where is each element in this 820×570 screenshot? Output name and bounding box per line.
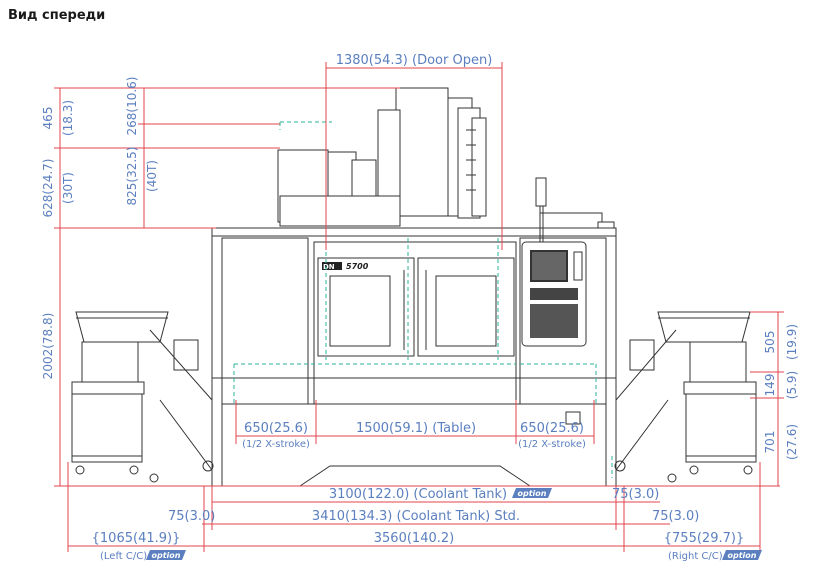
dim-overall: 3560(140.2) xyxy=(374,531,454,546)
dim-right-cc: {755(29.7)} xyxy=(664,531,744,546)
dimension-lines xyxy=(54,62,784,552)
dim-coolant-option: 3100(122.0) (Coolant Tank) xyxy=(329,487,507,502)
dim-505: 505 xyxy=(763,331,777,354)
dim-door-open: 1380(54.3) (Door Open) xyxy=(336,53,493,68)
svg-text:option: option xyxy=(728,551,757,560)
chip-conveyor-left xyxy=(71,311,214,483)
dim-left-cc-sub: (Left C/C) xyxy=(100,551,147,562)
dim-40t: (40T) xyxy=(145,160,159,192)
option-badge-right-cc: option xyxy=(722,550,762,560)
chip-conveyor-right xyxy=(614,311,757,483)
dim-628: 628(24.7) xyxy=(41,159,55,218)
dim-825: 825(32.5) xyxy=(125,147,139,206)
dim-465: 465 xyxy=(41,107,55,130)
svg-text:option: option xyxy=(518,489,547,498)
dim-18-3: (18.3) xyxy=(61,100,75,136)
brand-logo: DN xyxy=(323,263,335,271)
dim-5-9: (5.9) xyxy=(785,371,799,399)
dim-19-9: (19.9) xyxy=(785,324,799,360)
brand-model: 5700 xyxy=(346,262,369,271)
page-title: Вид спереди xyxy=(8,8,106,23)
option-badge-coolant: option xyxy=(512,488,552,498)
dim-149: 149 xyxy=(763,374,777,397)
dimension-labels: 1380(54.3) (Door Open) 465 (18.3) 268(10… xyxy=(41,53,799,562)
dim-268: 268(10.6) xyxy=(125,77,139,136)
option-badge-left-cc: option xyxy=(146,550,186,560)
dim-table: 1500(59.1) (Table) xyxy=(356,421,476,436)
dim-75-right-b: 75(3.0) xyxy=(652,509,699,524)
dim-75-left: 75(3.0) xyxy=(168,509,215,524)
dim-75-right-a: 75(3.0) xyxy=(612,487,659,502)
dim-x-left: 650(25.6) xyxy=(244,421,308,436)
dim-2002: 2002(78.8) xyxy=(41,313,55,380)
dim-701: 701 xyxy=(763,431,777,454)
svg-text:option: option xyxy=(152,551,181,560)
machine-outline: DN 5700 xyxy=(211,87,617,487)
dim-left-cc: {1065(41.9)} xyxy=(92,531,181,546)
dim-coolant-std: 3410(134.3) (Coolant Tank) Std. xyxy=(312,509,520,524)
dim-27-6: (27.6) xyxy=(785,424,799,460)
dim-right-cc-sub: (Right C/C) xyxy=(668,551,723,562)
clearance-dashed-lines xyxy=(233,121,613,478)
dim-x-left-sub: (1/2 X-stroke) xyxy=(242,439,310,450)
dim-x-right-sub: (1/2 X-stroke) xyxy=(518,439,586,450)
dim-x-right: 650(25.6) xyxy=(520,421,584,436)
dim-30t: (30T) xyxy=(61,172,75,204)
